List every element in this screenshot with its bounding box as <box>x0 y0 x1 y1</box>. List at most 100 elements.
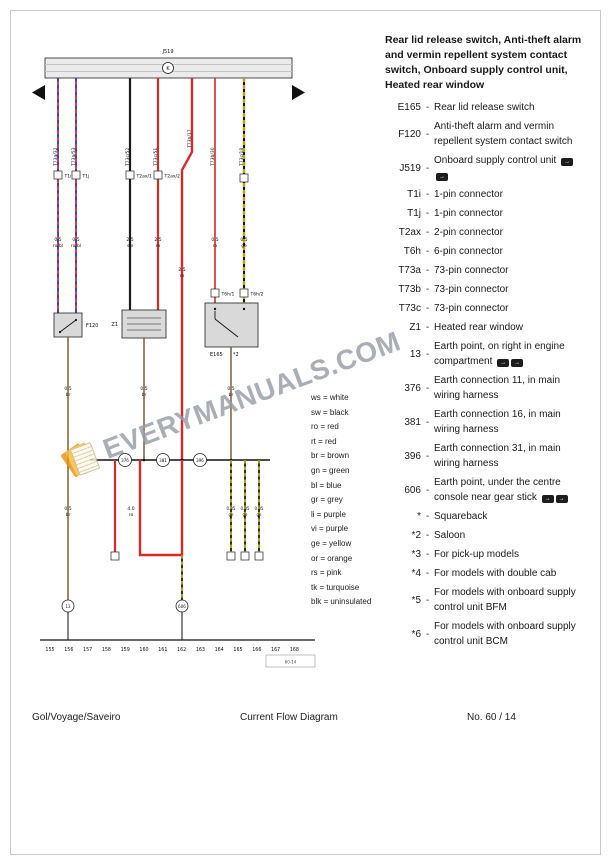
wire-gauge-label: 0.5 <box>54 237 61 243</box>
component-dash: - <box>425 208 430 219</box>
wire-gauge-label: 0.5 <box>72 237 79 243</box>
wire-gauge-label: 0.5 <box>211 237 218 243</box>
component-code: T2ax <box>398 227 421 238</box>
component-dash: - <box>425 511 430 522</box>
drawing-code: 60-14 <box>285 660 297 665</box>
connector-label: T2ax/1 <box>136 174 153 180</box>
legend-item: ro = red <box>311 422 339 432</box>
component-row: 13 - Earth point, on right in engine com… <box>385 339 582 369</box>
component-desc: 6-pin connector <box>434 246 503 257</box>
pin-label: T73c/52 <box>125 148 131 167</box>
track-number: 159 <box>121 647 130 653</box>
component-desc: Onboard supply control unit <box>434 155 557 166</box>
wire-gauge-label: 0.5 <box>240 237 247 243</box>
component-code: *4 <box>411 568 421 579</box>
reference-icon: → <box>555 495 568 503</box>
legend-item: br = brown <box>311 451 350 461</box>
component-code: 13 <box>409 348 421 360</box>
connector-symbol <box>240 551 250 561</box>
component-box <box>204 302 259 348</box>
wire-gauge-label: 0.35 <box>255 506 264 511</box>
track-numbers: 155 156 157 158 159 160 161 162 163 164 … <box>40 639 315 653</box>
component-row: T73a - 73-pin connector <box>385 263 582 278</box>
connector-label: T1j <box>82 174 90 180</box>
component-desc: Earth connection 11, in main wiring harn… <box>434 375 561 401</box>
component-code: T1j <box>407 208 421 219</box>
component-label: E165 <box>210 352 223 358</box>
wire-color-label: ro/bl <box>53 243 63 249</box>
wire-color-label: ro/bl <box>71 243 81 249</box>
component-code: 396 <box>404 450 421 462</box>
wire-color-label: ro <box>213 243 218 249</box>
wire-ro-bl-2: T73a/53 T1j 0.5 ro/bl <box>71 78 89 313</box>
component-row: F120 - Anti-theft alarm and vermin repel… <box>385 119 582 149</box>
component-dash: - <box>425 227 430 238</box>
component-code: *2 <box>411 530 421 541</box>
wire-color-label: ge <box>243 512 249 517</box>
continuation-arrow-right-icon <box>292 85 305 100</box>
legend-item: ws = white <box>311 393 349 402</box>
connector-label: T2ax/2 <box>164 174 181 180</box>
component-row: *5 - For models with onboard supply cont… <box>385 585 582 615</box>
wire-ro-thick-2: T73b/17 2.5 ro <box>178 78 194 460</box>
earth-connection-symbol <box>193 453 207 467</box>
component-code: *6 <box>411 628 421 640</box>
component-row: *3 - For pick-up models <box>385 547 582 562</box>
component-code: E165 <box>397 102 421 113</box>
component-dash: - <box>425 450 430 462</box>
connector-symbol <box>239 288 249 298</box>
component-row: 376 - Earth connection 11, in main wirin… <box>385 373 582 403</box>
wire-gauge-label: 0.35 <box>227 506 236 511</box>
component-key: Rear lid release switch, Anti-theft alar… <box>385 33 582 653</box>
component-dash: - <box>425 128 430 140</box>
component-desc: 73-pin connector <box>434 284 509 295</box>
track-number: 155 <box>45 647 54 653</box>
component-code: 606 <box>404 484 421 496</box>
connector-label: T1i <box>64 174 72 180</box>
component-code: *5 <box>411 594 421 606</box>
component-code: Z1 <box>409 322 421 333</box>
pin-label: T73b/17 <box>187 129 193 149</box>
component-dash: - <box>425 628 430 640</box>
component-row: *2 - Saloon <box>385 528 582 543</box>
component-row: 381 - Earth connection 16, in main wirin… <box>385 407 582 437</box>
legend-item: tk = turquoise <box>311 582 360 592</box>
track-number: 163 <box>196 647 205 653</box>
legend-item: blk = uninsulated <box>311 597 372 607</box>
wire-gauge-label: 0.5 <box>140 386 147 392</box>
component-row: *6 - For models with onboard supply cont… <box>385 619 582 649</box>
component-dash: - <box>425 322 430 333</box>
track-number: 168 <box>290 647 299 653</box>
wire-color-label: ge <box>257 512 263 517</box>
connector-symbol <box>125 170 135 180</box>
track-number: 164 <box>215 647 224 653</box>
legend-item: sw = black <box>311 407 349 417</box>
lower-yellow-wiring: 0.35 ge 0.35 ge 0.35 ge 606 <box>175 460 264 640</box>
component-label: Z1 <box>111 322 118 328</box>
legend-item: rs = pink <box>311 568 342 578</box>
track-number: 161 <box>158 647 167 653</box>
component-dash: - <box>425 549 430 560</box>
wire-gauge-label: 0.35 <box>241 506 250 511</box>
earth-connection-bus: 376 381 396 <box>90 453 270 467</box>
component-desc: Earth connection 16, in main wiring harn… <box>434 409 561 435</box>
pin-label: T73b/30 <box>210 147 216 167</box>
component-dash: - <box>425 484 430 496</box>
component-label: F120 <box>86 323 98 329</box>
component-desc: For models with double cab <box>434 568 557 579</box>
component-code: T6h <box>403 246 421 257</box>
track-number: 160 <box>139 647 148 653</box>
component-desc: 1-pin connector <box>434 189 503 200</box>
component-desc: Anti-theft alarm and vermin repellent sy… <box>434 121 573 147</box>
wire-color-label: sw <box>127 244 133 249</box>
component-row: * - Squareback <box>385 509 582 524</box>
component-desc: Rear lid release switch <box>434 102 535 113</box>
legend-item: ge = yellow <box>311 538 352 548</box>
component-dash: - <box>425 246 430 257</box>
component-dash: - <box>425 102 430 113</box>
component-dash: - <box>425 416 430 428</box>
reference-icon: → <box>497 359 510 367</box>
component-row: T6h - 6-pin connector <box>385 244 582 259</box>
wire-gauge-label: 0.5 <box>227 386 234 392</box>
component-row: T73c - 73-pin connector <box>385 301 582 316</box>
